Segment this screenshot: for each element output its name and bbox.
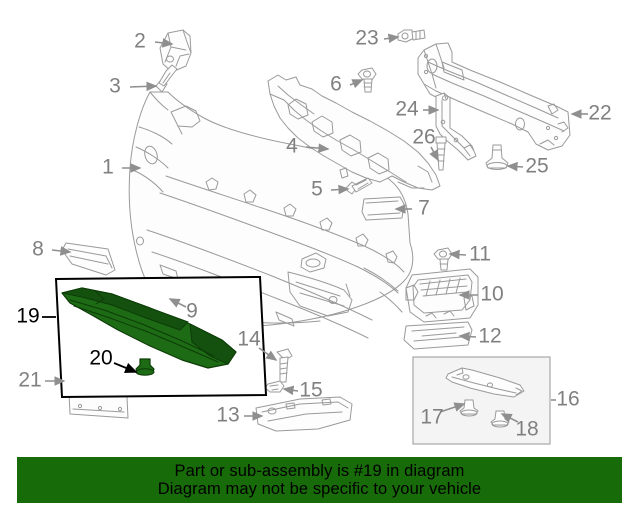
leader-11 (448, 249, 467, 260)
leader-15 (282, 385, 299, 396)
leader-5 (330, 184, 350, 195)
leader-6 (349, 79, 364, 89)
leader-20 (113, 362, 138, 373)
callout-label-12: 12 (478, 325, 501, 348)
leader-17 (439, 402, 466, 413)
callout-label-16: 16 (556, 388, 579, 411)
banner-line-2: Diagram may not be specific to your vehi… (157, 480, 482, 498)
callout-label-19: 19 (16, 305, 39, 328)
callout-label-15: 15 (299, 379, 322, 402)
leader-9 (168, 298, 187, 308)
callout-label-11: 11 (469, 243, 491, 266)
leader-4 (305, 143, 330, 153)
leader-3 (129, 81, 158, 92)
callout-label-8: 8 (32, 238, 44, 261)
part-shape-4-absorber (267, 74, 441, 191)
leader-8 (51, 246, 72, 256)
part-shape-25-bolt (485, 144, 509, 170)
callout-label-14: 14 (237, 328, 261, 351)
part-shape-14-bolt (276, 348, 293, 383)
callout-label-6: 6 (330, 73, 342, 96)
callout-label-1: 1 (102, 156, 114, 179)
part-shape-10-grille (405, 268, 479, 323)
callout-label-5: 5 (311, 178, 323, 201)
part-shape-12-trim (403, 321, 473, 350)
leader-18 (500, 413, 519, 423)
part-shape-15-clip (264, 380, 285, 393)
highlight-region-19 (54, 275, 268, 399)
part-shape-24-bracket (435, 92, 477, 161)
leader-23 (383, 33, 400, 44)
callout-label-25: 25 (525, 155, 548, 178)
leader-14 (258, 347, 278, 361)
leader-2 (154, 38, 174, 48)
part-shape-1-bumper-cover (128, 91, 414, 339)
callout-label-22: 22 (588, 102, 611, 125)
callout-label-9: 9 (186, 300, 198, 323)
leader-12 (458, 331, 477, 342)
callout-label-23: 23 (355, 27, 378, 50)
highlighted-part-20 (135, 358, 155, 376)
callout-label-26: 26 (412, 126, 435, 149)
callout-label-4: 4 (286, 135, 298, 158)
callout-label-21: 21 (18, 369, 41, 392)
part-shape-6-bolt (357, 67, 377, 93)
callout-label-13: 13 (216, 404, 239, 427)
part-shape-22-beam (417, 42, 571, 151)
part-shape-11-bolt (433, 247, 453, 271)
callout-label-10: 10 (480, 283, 503, 306)
callout-label-17: 17 (420, 406, 443, 429)
callout-label-3: 3 (109, 75, 121, 98)
callout-label-18: 18 (515, 418, 538, 441)
part-notice-banner: Part or sub-assembly is #19 in diagram D… (17, 457, 622, 503)
callout-label-2: 2 (134, 30, 146, 53)
leader-26 (429, 146, 439, 162)
callout-label-20: 20 (89, 347, 112, 370)
banner-line-1: Part or sub-assembly is #19 in diagram (174, 461, 465, 480)
part-shape-13-spoiler (255, 396, 353, 432)
part-shape-3 (155, 64, 178, 93)
inset-panel-16 (412, 356, 551, 445)
leader-25 (506, 161, 524, 172)
part-shape-16-bracket (445, 367, 525, 398)
callout-label-24: 24 (395, 98, 419, 121)
highlighted-part-19 (61, 287, 237, 376)
callout-label-7: 7 (418, 197, 430, 220)
part-shape-7-cap (361, 196, 405, 221)
